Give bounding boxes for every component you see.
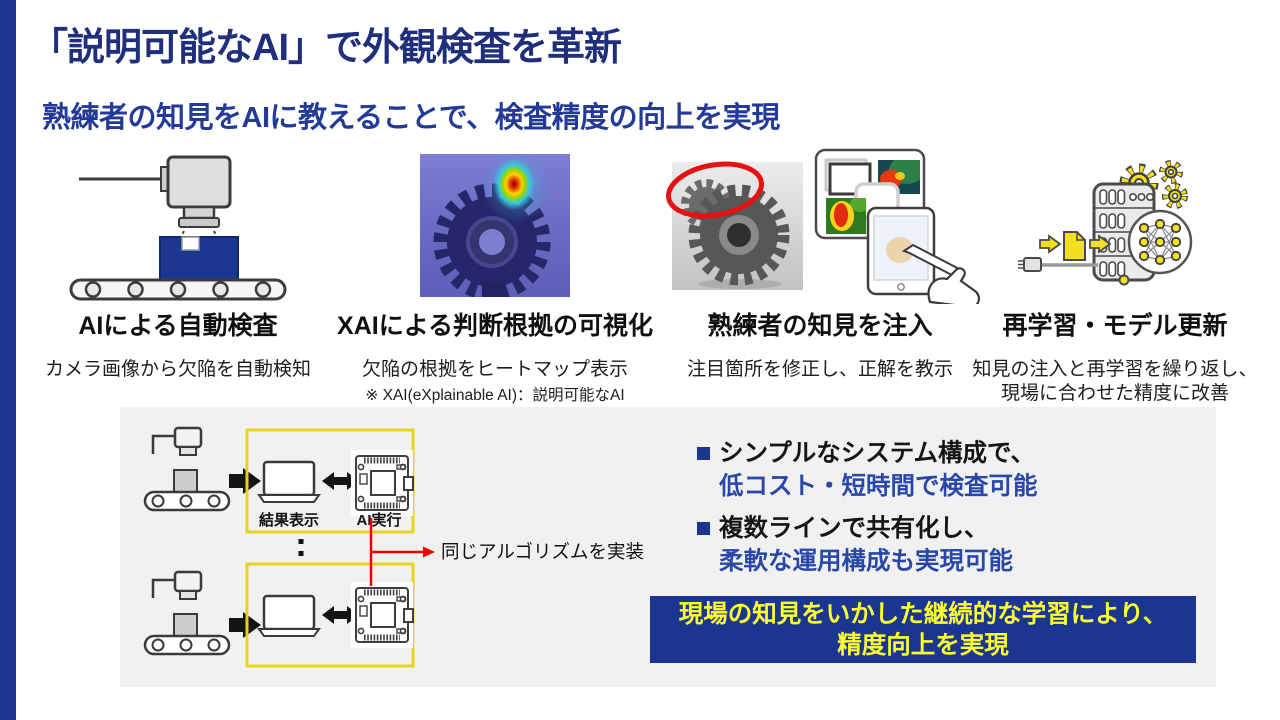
expert-annotation-icon xyxy=(666,148,980,304)
page-title: 「説明可能なAI」で外観検査を革新 xyxy=(30,27,622,69)
flow-arrow-icon xyxy=(229,612,261,638)
highlight-line-2: 精度向上を実現 xyxy=(837,631,1009,659)
laptop-icon xyxy=(257,460,321,504)
benefit-line-1: シンプルなシステム構成で、 xyxy=(719,440,1036,467)
annotated-gear-tablet-illustration xyxy=(660,148,980,304)
step-heading: XAIによる判断根拠の可視化 xyxy=(337,312,653,340)
left-accent-bar xyxy=(0,0,16,720)
bullet-square-icon xyxy=(697,522,710,535)
gear-heatmap-image xyxy=(325,148,665,302)
plug-icon xyxy=(1022,256,1042,272)
retrain-server-icon xyxy=(1017,159,1192,285)
step-column-2: XAIによる判断根拠の可視化 欠陥の根拠をヒートマップ表示 ※ XAI(eXpl… xyxy=(325,148,665,405)
same-algorithm-label: 同じアルゴリズムを実装 xyxy=(441,541,644,562)
ai-board-icon xyxy=(351,450,413,516)
ai-board-icon xyxy=(351,582,413,648)
arrow-right-icon xyxy=(1038,233,1062,254)
camera-line-unit-2 xyxy=(143,570,231,656)
highlight-box: 現場の知見をいかした継続的な学習により、 精度向上を実現 xyxy=(650,596,1196,663)
hand-icon xyxy=(927,267,980,304)
system-diagram: 結果表示 AI実行 同じアルゴリズムを実装 xyxy=(143,426,644,668)
server-retraining-illustration xyxy=(950,148,1280,302)
step-caption: 注目箇所を修正し、正解を教示 xyxy=(686,359,953,380)
caption-line-2: 現場に合わせた精度に改善 xyxy=(1000,383,1229,404)
benefits-list: シンプルなシステム構成で、 低コスト・短時間で検査可能 複数ラインで共有化し、 … xyxy=(697,437,1197,587)
laptop-icon xyxy=(257,594,321,638)
step-caption: カメラ画像から欠陥を自動検知 xyxy=(44,359,311,380)
heatmap-gear-icon xyxy=(420,153,570,297)
benefit-item: 複数ラインで共有化し、 柔軟な運用構成も実現可能 xyxy=(697,512,1197,578)
step-caption: 欠陥の根拠をヒートマップ表示 xyxy=(361,359,628,380)
xai-definition-note: ※ XAI(eXplainable AI)：説明可能なAI xyxy=(365,387,625,404)
step-heading: 再学習・モデル更新 xyxy=(1002,312,1228,340)
result-display-label: 結果表示 xyxy=(259,511,319,529)
caption-line-1: 知見の注入と再学習を繰り返し、 xyxy=(972,359,1258,380)
camera-conveyor-icon xyxy=(69,155,287,301)
red-annotation-circle xyxy=(666,161,764,219)
step-column-4: 再学習・モデル更新 知見の注入と再学習を繰り返し、 現場に合わせた精度に改善 xyxy=(950,148,1280,406)
step-heading: 熟練者の知見を注入 xyxy=(707,312,933,340)
camera-conveyor-illustration xyxy=(28,148,328,302)
flow-arrow-icon xyxy=(229,468,261,494)
highlight-line-1: 現場の知見をいかした継続的な学習により、 xyxy=(678,600,1168,628)
benefit-line-1: 複数ラインで共有化し、 xyxy=(719,515,989,542)
red-arrowhead-icon xyxy=(423,546,435,558)
bullet-square-icon xyxy=(697,447,710,460)
step-column-1: AIによる自動検査 カメラ画像から欠陥を自動検知 xyxy=(28,148,328,382)
arrow-right-icon xyxy=(1088,233,1112,254)
page-subtitle: 熟練者の知見をAIに教えることで、検査精度の向上を実現 xyxy=(42,102,780,134)
step-caption: 知見の注入と再学習を繰り返し、 現場に合わせた精度に改善 xyxy=(950,358,1280,406)
camera-line-unit-1 xyxy=(143,426,231,512)
benefit-line-2: 柔軟な運用構成も実現可能 xyxy=(719,548,1013,575)
step-heading: AIによる自動検査 xyxy=(78,312,278,340)
benefit-line-2: 低コスト・短時間で検査可能 xyxy=(719,473,1038,500)
benefit-item: シンプルなシステム構成で、 低コスト・短時間で検査可能 xyxy=(697,437,1197,503)
document-icon xyxy=(1062,230,1086,261)
ai-exec-label: AI実行 xyxy=(356,511,401,529)
step-column-3: 熟練者の知見を注入 注目箇所を修正し、正解を教示 xyxy=(660,148,980,382)
